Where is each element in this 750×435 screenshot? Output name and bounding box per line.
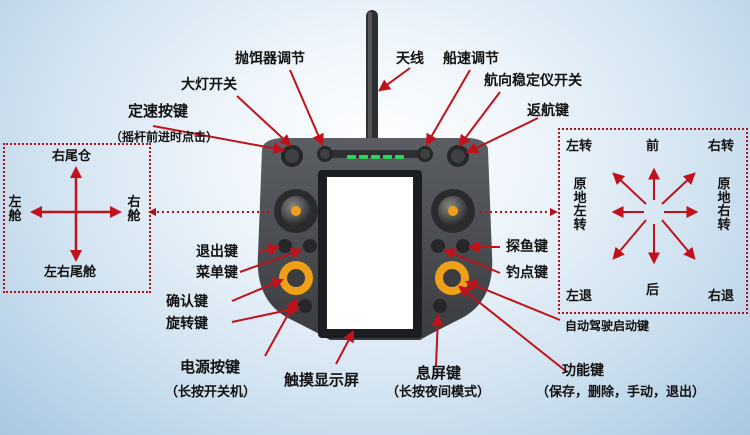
left-direction-box xyxy=(3,143,151,293)
label-cruise-note: （摇杆前进时点击） xyxy=(110,130,219,144)
label-light: 大灯开关 xyxy=(181,77,237,93)
label-exit: 退出键 xyxy=(196,244,238,260)
label-heading: 航向稳定仪开关 xyxy=(484,73,582,89)
right-joystick[interactable] xyxy=(431,189,475,233)
left-box-arrows xyxy=(30,166,122,262)
box-connectors xyxy=(148,208,558,216)
label-power-note: （长按开关机） xyxy=(165,385,257,400)
left-box-left: 左舱 xyxy=(8,195,22,224)
label-screen-off-note: （长按夜间模式） xyxy=(386,385,491,400)
right-box-arrows xyxy=(611,167,699,265)
label-touchscreen: 触摸显示屏 xyxy=(284,371,360,389)
label-menu: 菜单键 xyxy=(196,265,238,281)
antenna xyxy=(366,10,378,160)
right-box-left: 原地左转 xyxy=(573,177,587,233)
label-autopilot: 自动驾驶启动键 xyxy=(565,319,650,333)
right-box-bottom: 后 xyxy=(646,283,660,298)
left-joystick[interactable] xyxy=(274,189,318,233)
label-function-note: （保存，删除，手动，退出） xyxy=(536,385,706,400)
left-box-bottom: 左右尾舱 xyxy=(44,265,97,280)
right-box-top: 前 xyxy=(646,139,660,154)
right-direction-box xyxy=(558,128,748,314)
label-rotate: 旋转键 xyxy=(166,316,208,332)
label-function: 功能键 xyxy=(562,363,604,379)
label-screen-off: 息屏键 xyxy=(416,364,462,382)
right-box-top-right: 右转 xyxy=(708,139,735,154)
remote-body xyxy=(257,138,493,340)
label-bait: 抛饵器调节 xyxy=(235,51,305,67)
right-box-bottom-right: 右退 xyxy=(708,289,735,304)
label-return: 返航键 xyxy=(527,103,569,119)
right-box-bottom-left: 左退 xyxy=(566,289,593,304)
right-box-right: 原地右转 xyxy=(717,177,731,233)
left-box-top: 右尾仓 xyxy=(52,149,92,164)
label-boat-speed: 船速调节 xyxy=(443,51,499,67)
label-power: 电源按键 xyxy=(180,358,241,376)
label-cruise: 定速按键 xyxy=(128,102,189,120)
left-box-right: 右舱 xyxy=(127,195,141,224)
led-indicators xyxy=(347,155,404,159)
label-antenna: 天线 xyxy=(396,51,424,67)
callout-arrows xyxy=(152,67,568,373)
right-box-top-left: 左转 xyxy=(566,139,593,154)
label-fishfinder: 探鱼键 xyxy=(506,239,548,255)
top-buttons xyxy=(281,145,469,167)
label-confirm: 确认键 xyxy=(166,294,208,310)
left-buttons xyxy=(278,239,317,313)
touch-screen[interactable] xyxy=(327,177,413,329)
label-fishing-spot: 钓点键 xyxy=(506,265,548,281)
